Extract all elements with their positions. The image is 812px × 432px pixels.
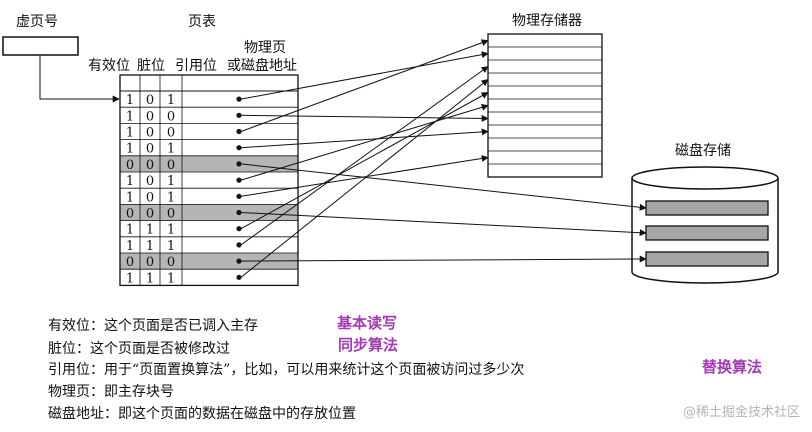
valid-bit: 0 [126, 158, 134, 173]
dirty-bit: 0 [146, 93, 154, 108]
ref-bit: 0 [167, 126, 175, 141]
valid-bit: 1 [126, 174, 134, 189]
ref-bit: 1 [167, 239, 175, 254]
col-ref-label: 引用位 [175, 58, 217, 74]
ref-bit: 1 [167, 190, 175, 205]
dirty-bit: 1 [146, 223, 154, 238]
pointer-dot [236, 161, 242, 167]
desc-physical-page: 物理页：即主存块号 [48, 384, 174, 400]
mapping-arrow [240, 155, 489, 197]
disk-blocks [645, 200, 769, 267]
disk-block [645, 200, 769, 216]
mapping-arrow [240, 66, 489, 246]
ref-bit: 0 [167, 207, 175, 222]
dirty-bit: 0 [146, 190, 154, 205]
valid-bit: 1 [126, 93, 134, 108]
desc-dirty: 脏位：这个页面是否被修改过 [48, 341, 230, 357]
dirty-bit: 0 [146, 174, 154, 189]
virtual-page-box [2, 36, 79, 56]
dirty-bit: 1 [146, 271, 154, 286]
mapping-arrow [240, 39, 489, 132]
tag-basic-rw: 基本读写 [337, 314, 398, 332]
mapping-arrow [240, 163, 647, 211]
dirty-bit: 0 [146, 126, 154, 141]
pointer-dot [236, 209, 242, 216]
mapping-arrow [240, 212, 647, 237]
col-addr-label-1: 物理页 [244, 40, 286, 56]
dirty-bit: 0 [146, 207, 154, 222]
dirty-bit: 1 [146, 239, 154, 254]
valid-bit: 1 [126, 223, 134, 238]
watermark: @稀土掘金技术社区 [682, 405, 800, 420]
ref-bit: 1 [167, 93, 175, 108]
ref-bit: 1 [167, 271, 175, 286]
col-dirty-label: 脏位 [137, 58, 165, 74]
pointer-dot [236, 274, 242, 280]
dirty-bit: 0 [146, 142, 154, 157]
dirty-bit: 0 [146, 255, 154, 270]
mapping-arrow [240, 128, 489, 149]
ref-bit: 1 [167, 142, 175, 157]
mapping-arrow [240, 103, 489, 181]
valid-bit: 1 [126, 271, 134, 286]
invalid-row-shade [120, 204, 298, 221]
desc-ref: 引用位：用于“页面置换算法”，比如，可以用来统计这个页面被访问过多少次 [48, 362, 525, 378]
mapping-arrow [240, 79, 489, 278]
pointer-dot [236, 128, 242, 135]
dirty-bit: 0 [146, 158, 154, 173]
disk-block [645, 251, 769, 267]
tag-replace-algorithm: 替换算法 [702, 358, 763, 376]
col-valid-label: 有效位 [88, 58, 130, 74]
valid-bit: 1 [126, 126, 134, 141]
invalid-row-shade [120, 155, 298, 172]
physical-memory [487, 33, 603, 178]
desc-disk-address: 磁盘地址：即这个页面的数据在磁盘中的存放位置 [48, 406, 356, 422]
mapping-arrow [240, 92, 489, 230]
invalid-row-shade [120, 253, 298, 270]
ref-bit: 1 [167, 223, 175, 238]
pointer-dot [236, 226, 242, 232]
valid-bit: 1 [126, 142, 134, 157]
tag-sync-algorithm: 同步算法 [338, 336, 399, 354]
valid-bit: 0 [126, 207, 134, 222]
desc-valid: 有效位：这个页面是否已调入主存 [48, 318, 258, 334]
mapping-arrow [240, 255, 647, 263]
valid-bit: 1 [126, 239, 134, 254]
mapping-arrow [240, 51, 489, 100]
ref-bit: 0 [167, 109, 175, 124]
pointer-dot [236, 242, 242, 248]
pointer-dot [236, 112, 242, 118]
valid-bit: 1 [126, 190, 134, 205]
valid-bit: 1 [126, 109, 134, 124]
memory-border [487, 33, 603, 178]
page-table-border [119, 74, 299, 287]
virtual-page-label: 虚页号 [16, 14, 58, 30]
pointer-dot [236, 258, 242, 264]
disk-block [645, 225, 769, 241]
dirty-bit: 0 [146, 109, 154, 124]
virtual-page-arrow [39, 55, 120, 103]
disk-label: 磁盘存储 [675, 143, 731, 159]
mapping-arrows [240, 39, 647, 278]
ref-bit: 1 [167, 174, 175, 189]
pointer-dot [236, 177, 242, 183]
page-table-title: 页表 [188, 14, 216, 30]
physical-memory-label: 物理存储器 [512, 13, 582, 29]
col-addr-label-2: 或磁盘地址 [227, 58, 297, 74]
ref-bit: 0 [167, 158, 175, 173]
ref-bit: 0 [167, 255, 175, 270]
valid-bit: 0 [126, 255, 134, 270]
pointer-dot [236, 193, 242, 199]
pointer-dot [236, 145, 242, 151]
pointer-dot [236, 96, 242, 102]
